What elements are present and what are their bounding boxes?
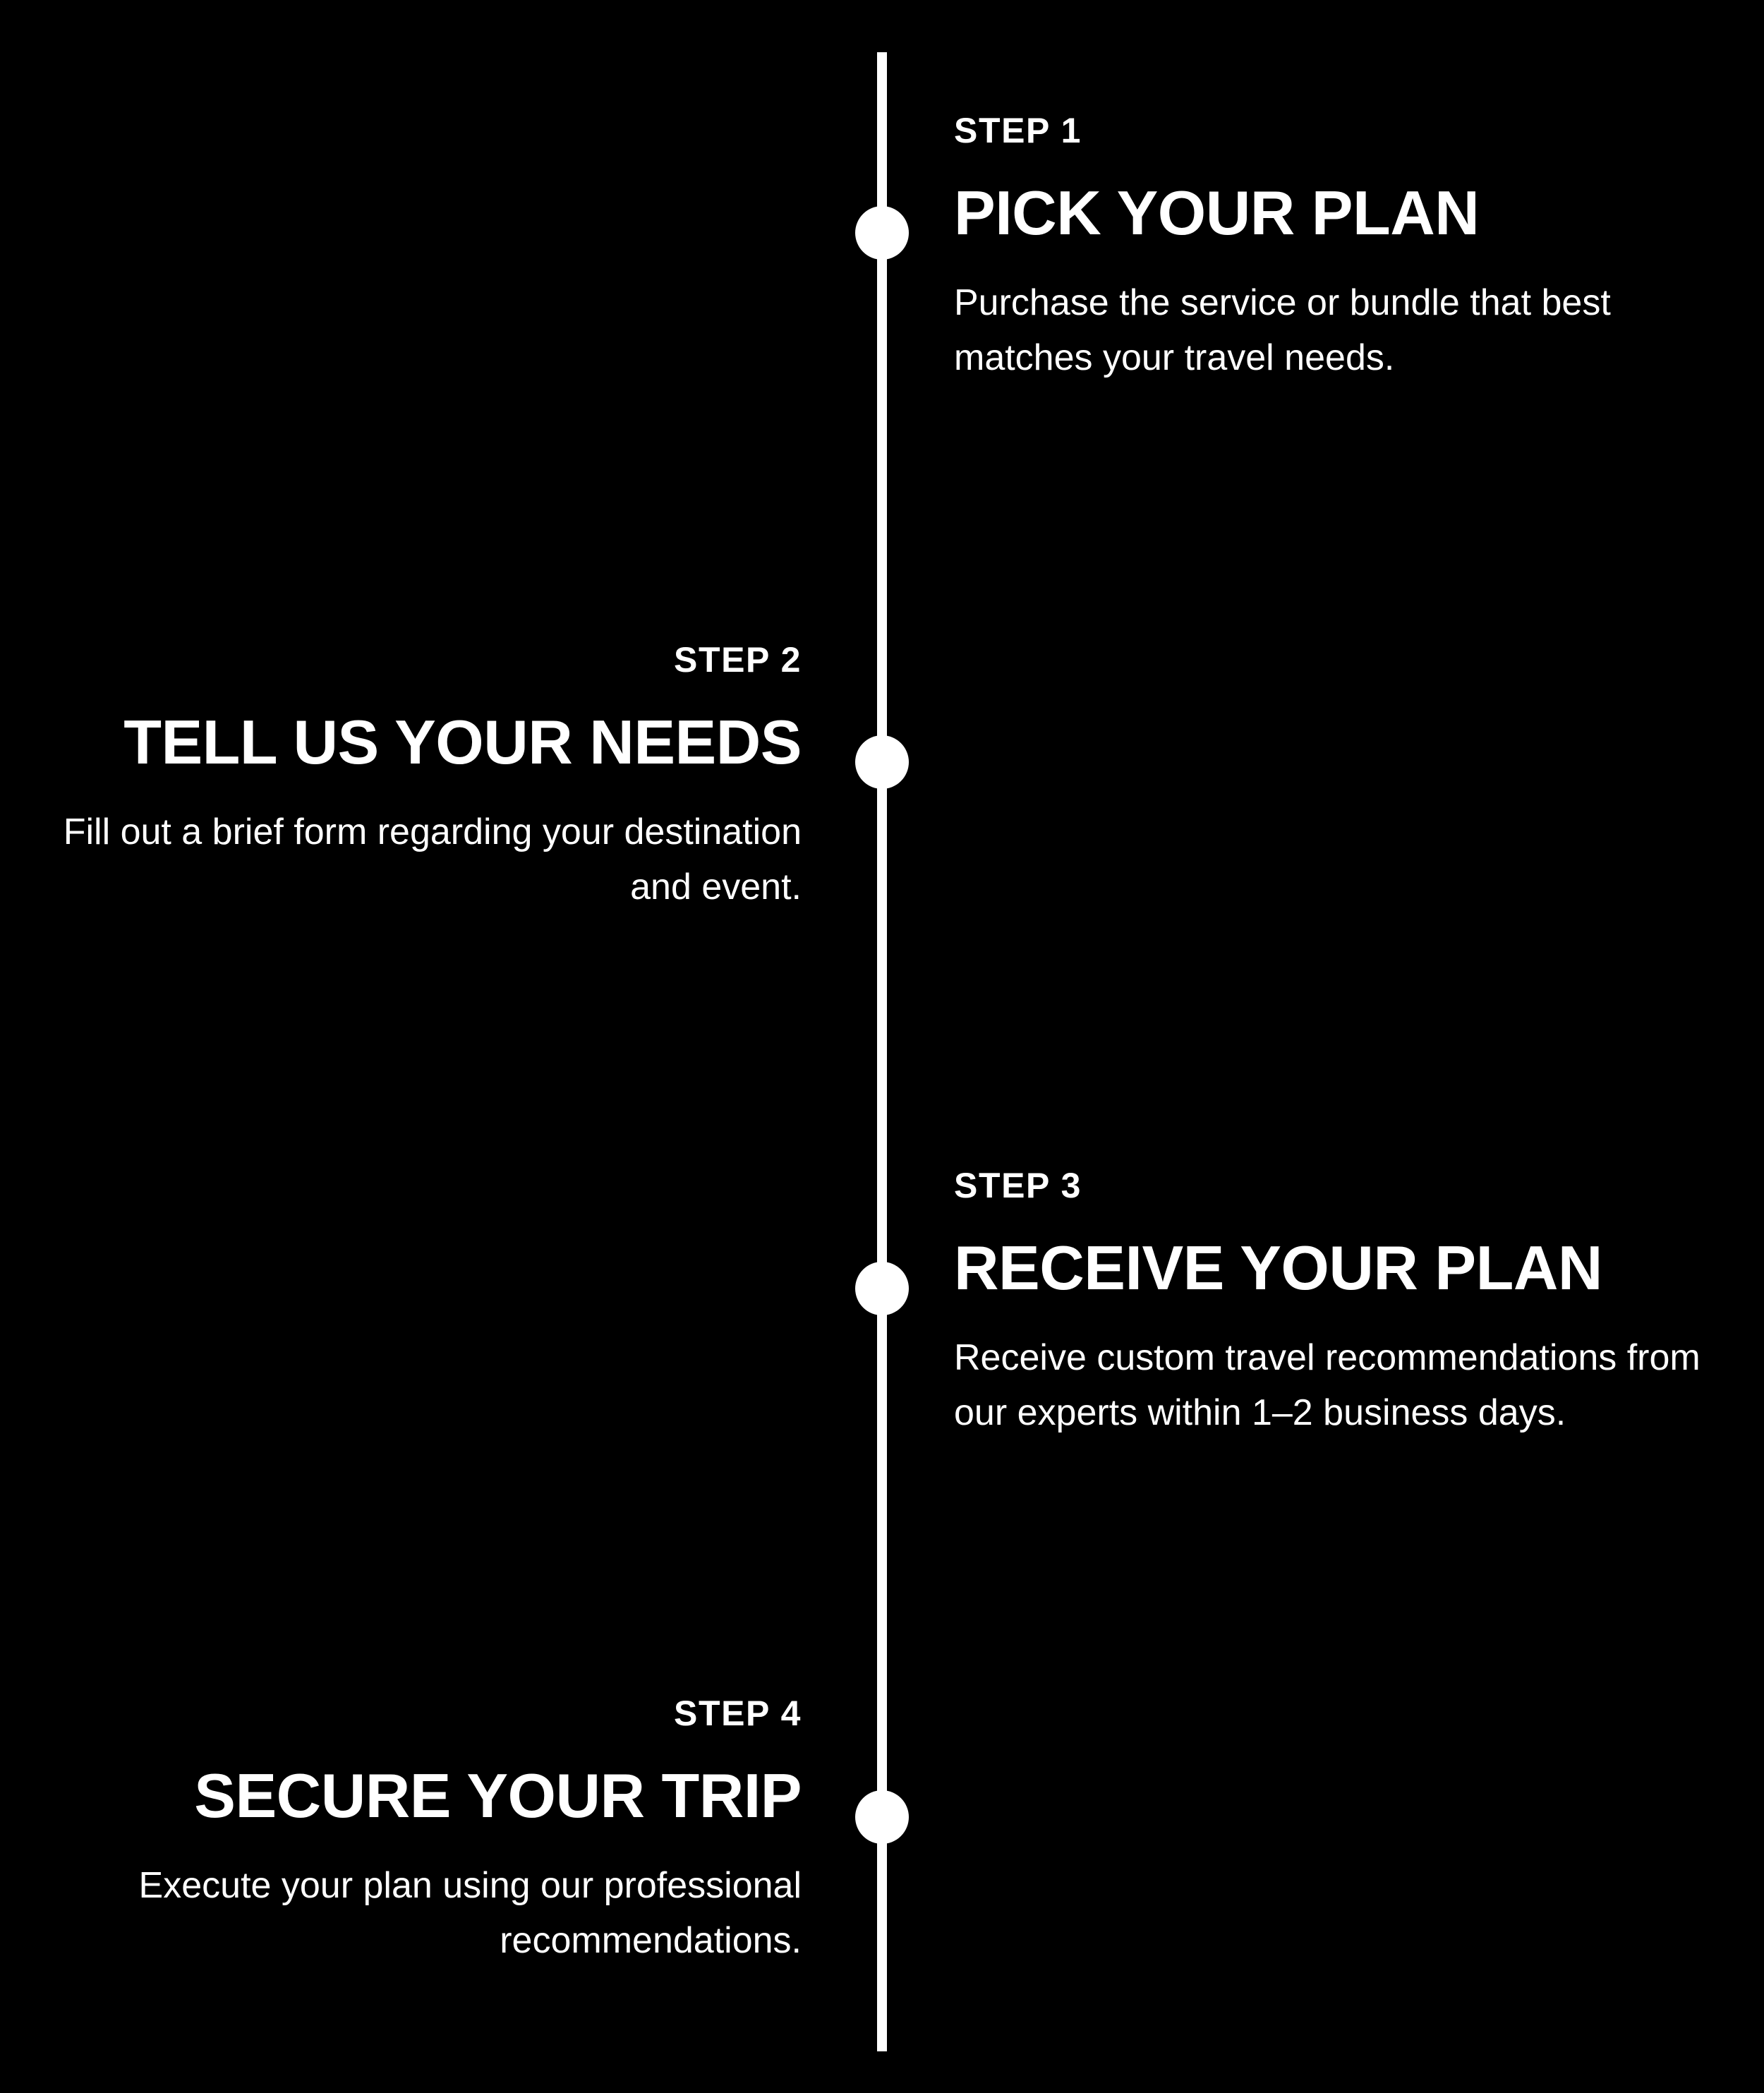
timeline-node-dot-step-3 (855, 1262, 909, 1315)
step-label-2: STEP 2 (674, 640, 802, 680)
step-title-1: PICK YOUR PLAN (954, 178, 1480, 248)
step-block-2: STEP 2 TELL US YOUR NEEDS Fill out a bri… (48, 642, 802, 915)
timeline-vertical-line (877, 52, 887, 2051)
timeline-node-dot-step-2 (855, 735, 909, 789)
step-title-2: TELL US YOUR NEEDS (123, 707, 802, 777)
timeline-node-dot-step-4 (855, 1790, 909, 1844)
step-label-1: STEP 1 (954, 111, 1082, 150)
step-title-3: RECEIVE YOUR PLAN (954, 1233, 1602, 1303)
step-description-4: Execute your plan using our professional… (138, 1865, 802, 1961)
step-description-3: Receive custom travel recommendations fr… (954, 1337, 1700, 1433)
step-title-4: SECURE YOUR TRIP (194, 1761, 802, 1830)
step-label-4: STEP 4 (674, 1694, 802, 1733)
step-block-4: STEP 4 SECURE YOUR TRIP Execute your pla… (48, 1696, 802, 1968)
step-block-3: STEP 3 RECEIVE YOUR PLAN Receive custom … (954, 1168, 1708, 1440)
step-label-3: STEP 3 (954, 1166, 1082, 1205)
step-description-2: Fill out a brief form regarding your des… (63, 812, 802, 907)
timeline-node-dot-step-1 (855, 206, 909, 260)
step-description-1: Purchase the service or bundle that best… (954, 282, 1611, 378)
step-block-1: STEP 1 PICK YOUR PLAN Purchase the servi… (954, 113, 1708, 385)
